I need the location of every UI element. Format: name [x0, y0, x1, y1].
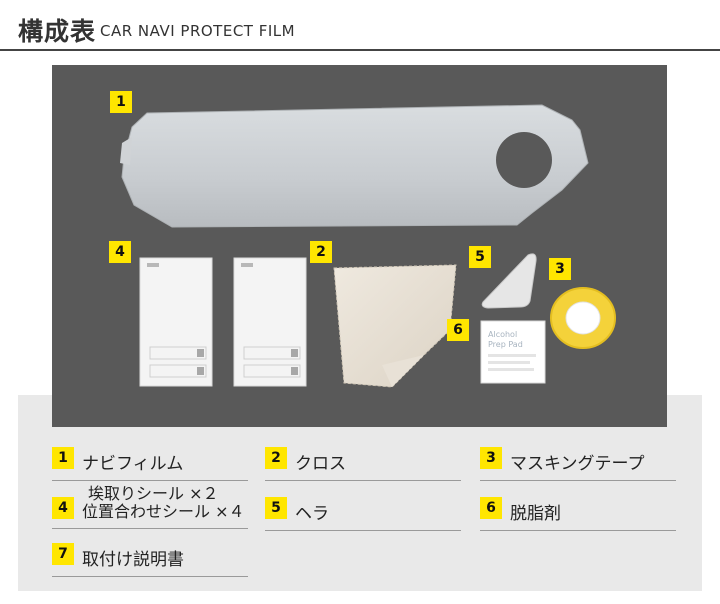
product-photo-illustration: Alcohol Prep Pad — [120, 104, 616, 388]
legend-item-5: 5 ヘラ — [265, 491, 461, 531]
legend-item-3: 3 マスキングテープ — [480, 441, 676, 481]
page-subtitle: CAR NAVI PROTECT FILM — [100, 22, 296, 40]
legend-number: 3 — [480, 447, 502, 469]
legend-number: 4 — [52, 497, 74, 519]
legend-number: 7 — [52, 543, 74, 565]
header: 構成表 CAR NAVI PROTECT FILM — [0, 0, 720, 51]
legend-divider — [52, 528, 248, 529]
pad-text-1: Alcohol — [488, 330, 517, 339]
legend-label-line2: 位置合わせシール ×４ — [82, 502, 245, 521]
alignment-sheet — [233, 257, 307, 387]
legend-number: 5 — [265, 497, 287, 519]
legend-divider — [480, 530, 676, 531]
legend-number: 2 — [265, 447, 287, 469]
legend-divider — [265, 480, 461, 481]
photo-badge-4: 4 — [109, 241, 131, 263]
header-divider — [0, 49, 720, 51]
legend-label: マスキングテープ — [510, 454, 645, 474]
pad-text-2: Prep Pad — [488, 340, 523, 349]
spatula — [481, 253, 537, 309]
legend-label: 脱脂剤 — [510, 504, 561, 524]
legend-divider — [52, 576, 248, 577]
photo-badge-3: 3 — [549, 258, 571, 280]
photo-badge-6: 6 — [447, 319, 469, 341]
legend-number: 6 — [480, 497, 502, 519]
legend-item-6: 6 脱脂剤 — [480, 491, 676, 531]
navi-film — [120, 104, 589, 228]
legend-label: 取付け説明書 — [82, 550, 184, 570]
legend-label-line1: 埃取りシール ×２ — [88, 484, 219, 503]
legend-label: ナビフィルム — [82, 454, 184, 474]
legend-label: クロス — [295, 454, 346, 474]
legend-divider — [52, 480, 248, 481]
legend-divider — [265, 530, 461, 531]
legend-item-7: 7 取付け説明書 — [52, 537, 248, 577]
photo-badge-5: 5 — [469, 246, 491, 268]
legend-item-1: 1 ナビフィルム — [52, 441, 248, 481]
legend-item-4: 4 埃取りシール ×２ 位置合わせシール ×４ — [52, 483, 248, 529]
legend-label: ヘラ — [295, 504, 329, 524]
photo-badge-1: 1 — [110, 91, 132, 113]
cleaning-cloth — [333, 264, 457, 388]
masking-tape — [550, 287, 616, 349]
legend-item-2: 2 クロス — [265, 441, 461, 481]
legend-number: 1 — [52, 447, 74, 469]
legend-background — [18, 395, 702, 591]
legend-divider — [480, 480, 676, 481]
alcohol-prep-pad: Alcohol Prep Pad — [480, 320, 546, 384]
photo-badge-2: 2 — [310, 241, 332, 263]
dust-removal-sheet — [139, 257, 213, 387]
product-photo: Alcohol Prep Pad 1 4 2 5 3 6 — [52, 65, 667, 427]
page-title: 構成表 — [18, 17, 97, 46]
